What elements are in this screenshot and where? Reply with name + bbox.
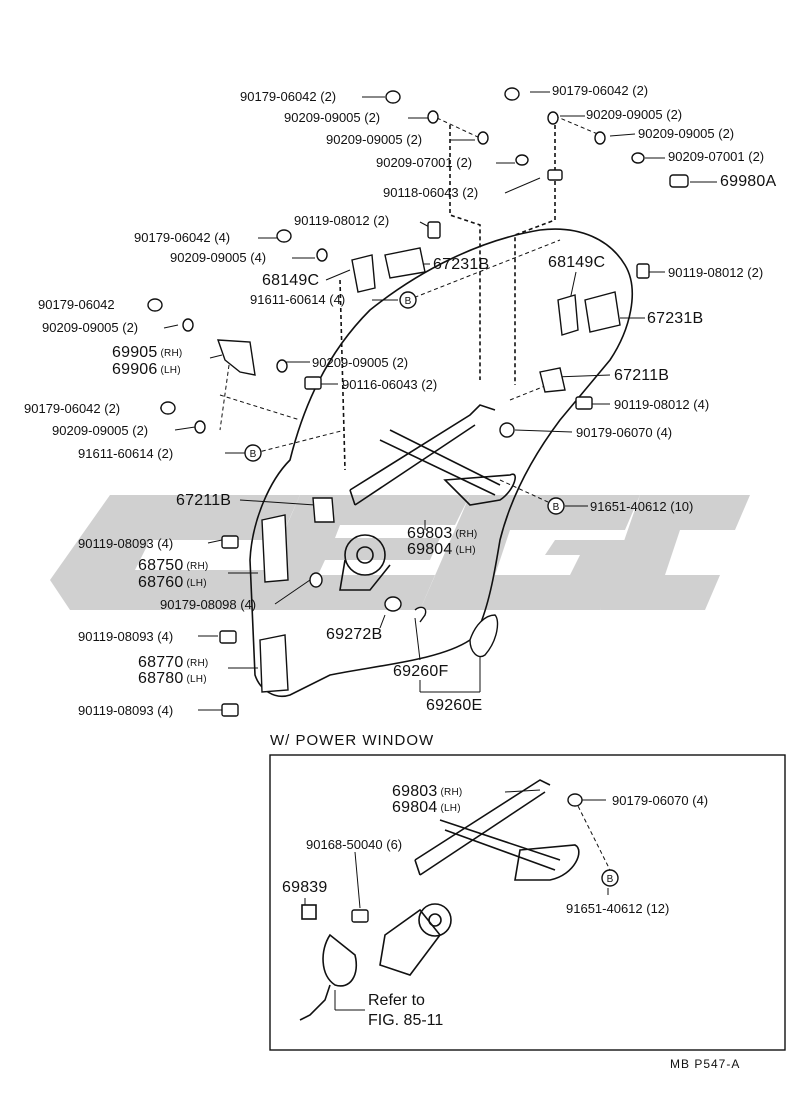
callout-label: 90179-06042 (2) [240,89,337,104]
power-window-regulator [299,779,580,1021]
callout-label: 91611-60614 (4) [250,292,346,307]
callout-label: 90179-08098 (4) [160,597,257,612]
callout-label: 69980A [720,173,777,190]
callout-label: 90119-08012 (2) [668,265,764,280]
callout-label: 90179-06070 (4) [576,425,673,440]
callout-label: 90118-06043 (2) [383,185,479,200]
drawing-code: MB P547-A [670,1057,741,1071]
callout-label: 91611-60614 (2) [78,446,174,461]
callout-label: 90209-09005 (2) [284,110,381,125]
callout-label: 90209-09005 (2) [312,355,409,370]
callout-label: 90179-06042 (2) [24,401,121,416]
dashed-leaders [219,115,611,871]
callout-label: 90168-50040 (6) [306,837,403,852]
callout-label: 69803(RH) [392,784,462,800]
side-marker: (LH) [160,365,181,376]
side-marker: (LH) [186,578,207,589]
part-number: 69905 [112,344,158,361]
side-marker: (RH) [186,561,209,572]
side-marker: (RH) [186,658,209,669]
callout-label: 90119-08093 (4) [78,629,174,644]
part-number: 68760 [138,574,184,591]
leader-lines [160,91,717,1011]
callout-label: 90119-08012 (2) [294,213,390,228]
bolts [219,169,689,923]
b-marker: B [553,502,560,513]
callout-label: 90119-08093 (4) [78,536,174,551]
callout-label: 67211B [614,367,670,384]
callout-label: 67211B [176,492,232,509]
callout-label: 68750(RH) [138,558,208,574]
callout-label: 69260F [393,663,449,680]
callout-label: 68760(LH) [138,575,207,591]
callout-label: 69906(LH) [112,362,181,378]
callout-label: 69839 [282,879,328,896]
callout-label: 68770(RH) [138,655,208,671]
callout-label: 90209-09005 (4) [170,250,267,265]
watermark-logo [50,495,750,610]
section-title: W/ POWER WINDOW [270,732,435,749]
callout-label: 90179-06042 [38,297,115,312]
side-marker: (RH) [455,529,478,540]
side-marker: (LH) [440,803,461,814]
part-number: 68780 [138,670,184,687]
part-number: 69804 [407,541,453,558]
b-marker-letters: B B B B [250,296,614,885]
window-crank [414,606,499,658]
b-marker: B [405,296,412,307]
b-marker-circles [244,291,619,887]
callout-label: 90119-08093 (4) [78,703,174,718]
callout-label: 90209-09005 (2) [42,320,139,335]
callout-label: 90179-06070 (4) [612,793,709,808]
callout-label: 68780(LH) [138,671,207,687]
part-number: 69803 [392,783,438,800]
side-marker: (LH) [455,545,476,556]
side-marker: (LH) [186,674,207,685]
b-marker: B [250,449,257,460]
callout-label: 68149C [548,254,606,271]
callout-label: 90209-09005 (2) [52,423,149,438]
callout-label: 90116-06043 (2) [342,377,438,392]
callout-label: 90209-07001 (2) [668,149,765,164]
callout-label: 90179-06042 (2) [552,83,649,98]
power-window-frame [269,754,786,1051]
callout-label: 91651-40612 (10) [590,499,694,514]
reference-line-2: FIG. 85-11 [368,1012,444,1029]
brackets [216,247,621,693]
callout-label: 69804(LH) [407,542,476,558]
callout-label: 69272B [326,626,383,643]
side-marker: (RH) [160,348,183,359]
part-number: 68750 [138,557,184,574]
callout-label: 91651-40612 (12) [566,901,670,916]
callout-label: 90119-08012 (4) [614,397,710,412]
callout-label: 69905(RH) [112,345,182,361]
callout-label: 69803(RH) [407,526,477,542]
b-marker: B [607,874,614,885]
part-number: 68770 [138,654,184,671]
reference-line-1: Refer to [368,992,425,1009]
callout-label: 90209-09005 (2) [326,132,423,147]
callout-label: 90209-07001 (2) [376,155,473,170]
part-number: 69804 [392,799,438,816]
callout-label: 67231B [433,256,490,273]
clip-parts [147,87,645,807]
side-marker: (RH) [440,787,463,798]
window-regulator [339,404,516,591]
callout-label: 90209-09005 (2) [586,107,683,122]
callout-label: 69804(LH) [392,800,461,816]
callout-label: 90179-06042 (4) [134,230,231,245]
part-number: 69803 [407,525,453,542]
callout-label: 90209-09005 (2) [638,126,735,141]
door-panel [249,125,633,697]
callout-label: 68149C [262,272,320,289]
callout-label: 67231B [647,310,704,327]
part-number: 69906 [112,361,158,378]
callout-label: 69260E [426,697,483,714]
